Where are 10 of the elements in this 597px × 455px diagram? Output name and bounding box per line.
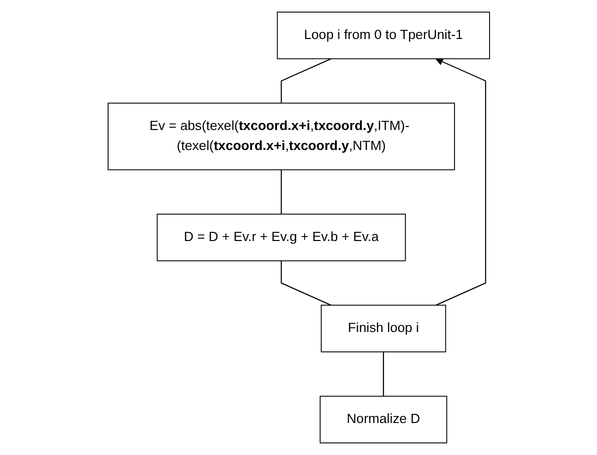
node-box: D = D + Ev.r + Ev.g + Ev.b + Ev.a <box>156 214 406 262</box>
node-box: Loop i from 0 to TperUnit-1 <box>276 12 490 60</box>
node-box: Finish loop i <box>320 304 446 352</box>
connector <box>280 260 331 306</box>
connector <box>280 170 282 214</box>
connector <box>280 58 331 104</box>
node-box: Ev = abs(texel(txcoord.x+i,txcoord.y,ITM)- (texel(txcoord.x+i,txcoord.y,NTM) <box>107 102 455 170</box>
connector <box>382 352 384 396</box>
node-box: Normalize D <box>319 396 447 444</box>
arrow <box>435 58 486 306</box>
